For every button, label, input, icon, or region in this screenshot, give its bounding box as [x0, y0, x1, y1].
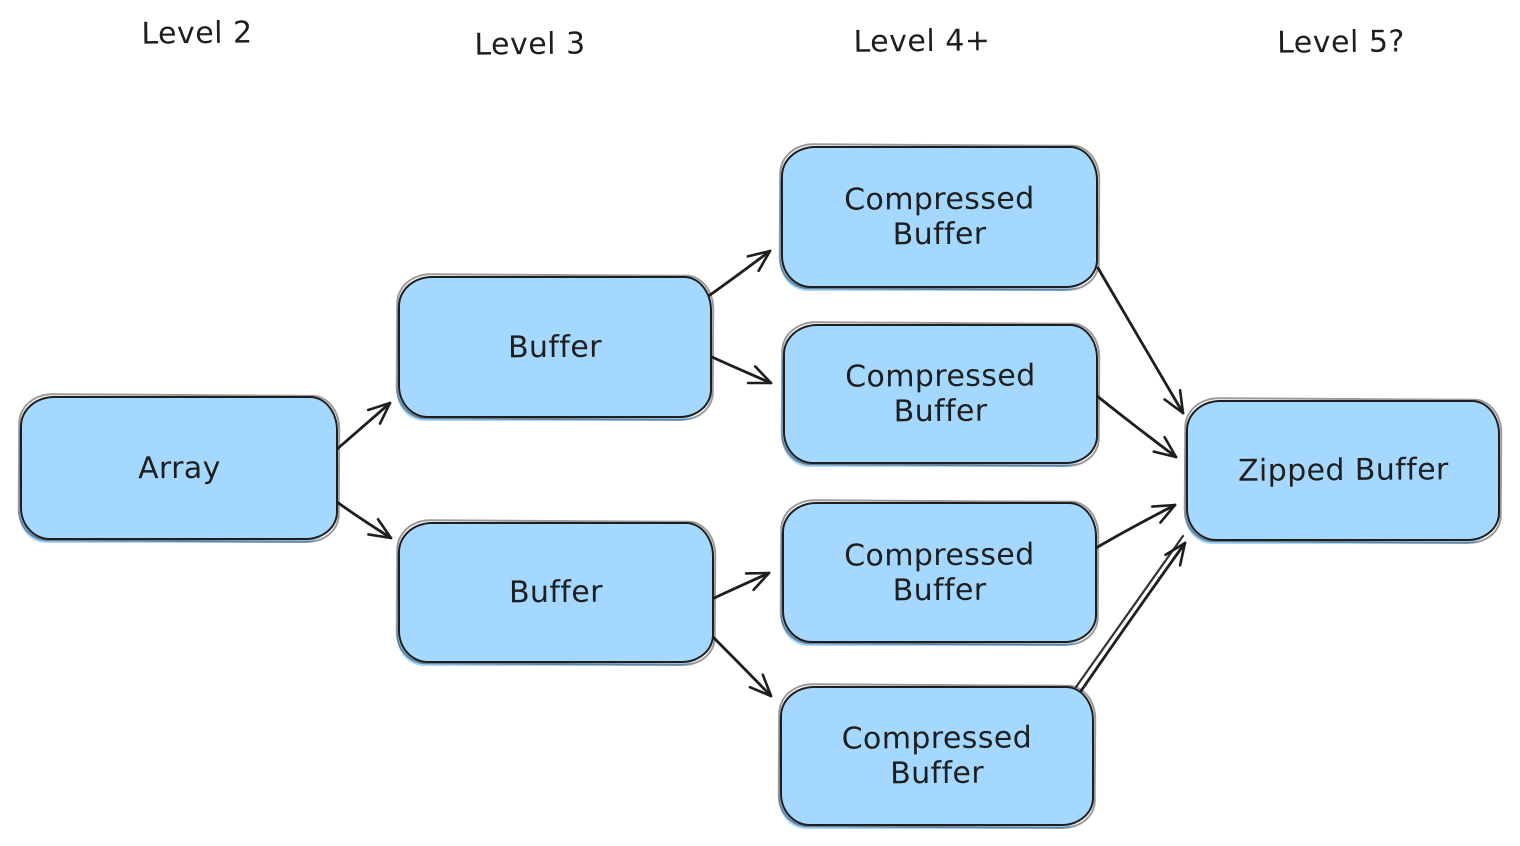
node-label: Compressed Buffer — [844, 181, 1035, 253]
column-label-level-2: Level 2 — [141, 15, 253, 52]
edge-buffer-top-to-compressed-1[interactable] — [708, 249, 772, 297]
node-label: Zipped Buffer — [1237, 452, 1449, 489]
node-compressed-buffer-3[interactable]: Compressed Buffer — [782, 502, 1097, 643]
edge-compressed-3-to-zipped[interactable] — [1087, 503, 1177, 554]
node-zipped-buffer[interactable]: Zipped Buffer — [1186, 400, 1500, 541]
edge-buffer-bottom-to-compressed-4[interactable] — [707, 631, 773, 698]
edge-compressed-2-to-zipped[interactable] — [1095, 394, 1178, 459]
column-label-level-5: Level 5? — [1276, 24, 1406, 61]
node-array[interactable]: Array — [20, 396, 338, 540]
node-compressed-buffer-4[interactable]: Compressed Buffer — [780, 686, 1094, 826]
column-label-level-3: Level 3 — [474, 26, 586, 63]
node-label: Array — [137, 450, 221, 486]
node-buffer-bottom[interactable]: Buffer — [398, 522, 714, 663]
node-label: Compressed Buffer — [844, 536, 1035, 608]
node-compressed-buffer-2[interactable]: Compressed Buffer — [783, 324, 1098, 464]
node-label: Compressed Buffer — [841, 720, 1033, 792]
node-buffer-top[interactable]: Buffer — [398, 276, 712, 418]
node-label: Buffer — [507, 329, 603, 365]
node-compressed-buffer-1[interactable]: Compressed Buffer — [781, 146, 1098, 288]
edge-array-to-buffer-bottom[interactable] — [328, 495, 393, 540]
column-label-level-4: Level 4+ — [853, 23, 991, 60]
edge-buffer-top-to-compressed-2[interactable] — [701, 351, 773, 385]
node-label: Compressed Buffer — [845, 358, 1036, 430]
edge-compressed-1-to-zipped[interactable] — [1096, 266, 1185, 415]
node-label: Buffer — [508, 574, 604, 611]
edge-array-to-buffer-top[interactable] — [334, 401, 392, 452]
edge-buffer-bottom-to-compressed-3[interactable] — [710, 571, 771, 601]
